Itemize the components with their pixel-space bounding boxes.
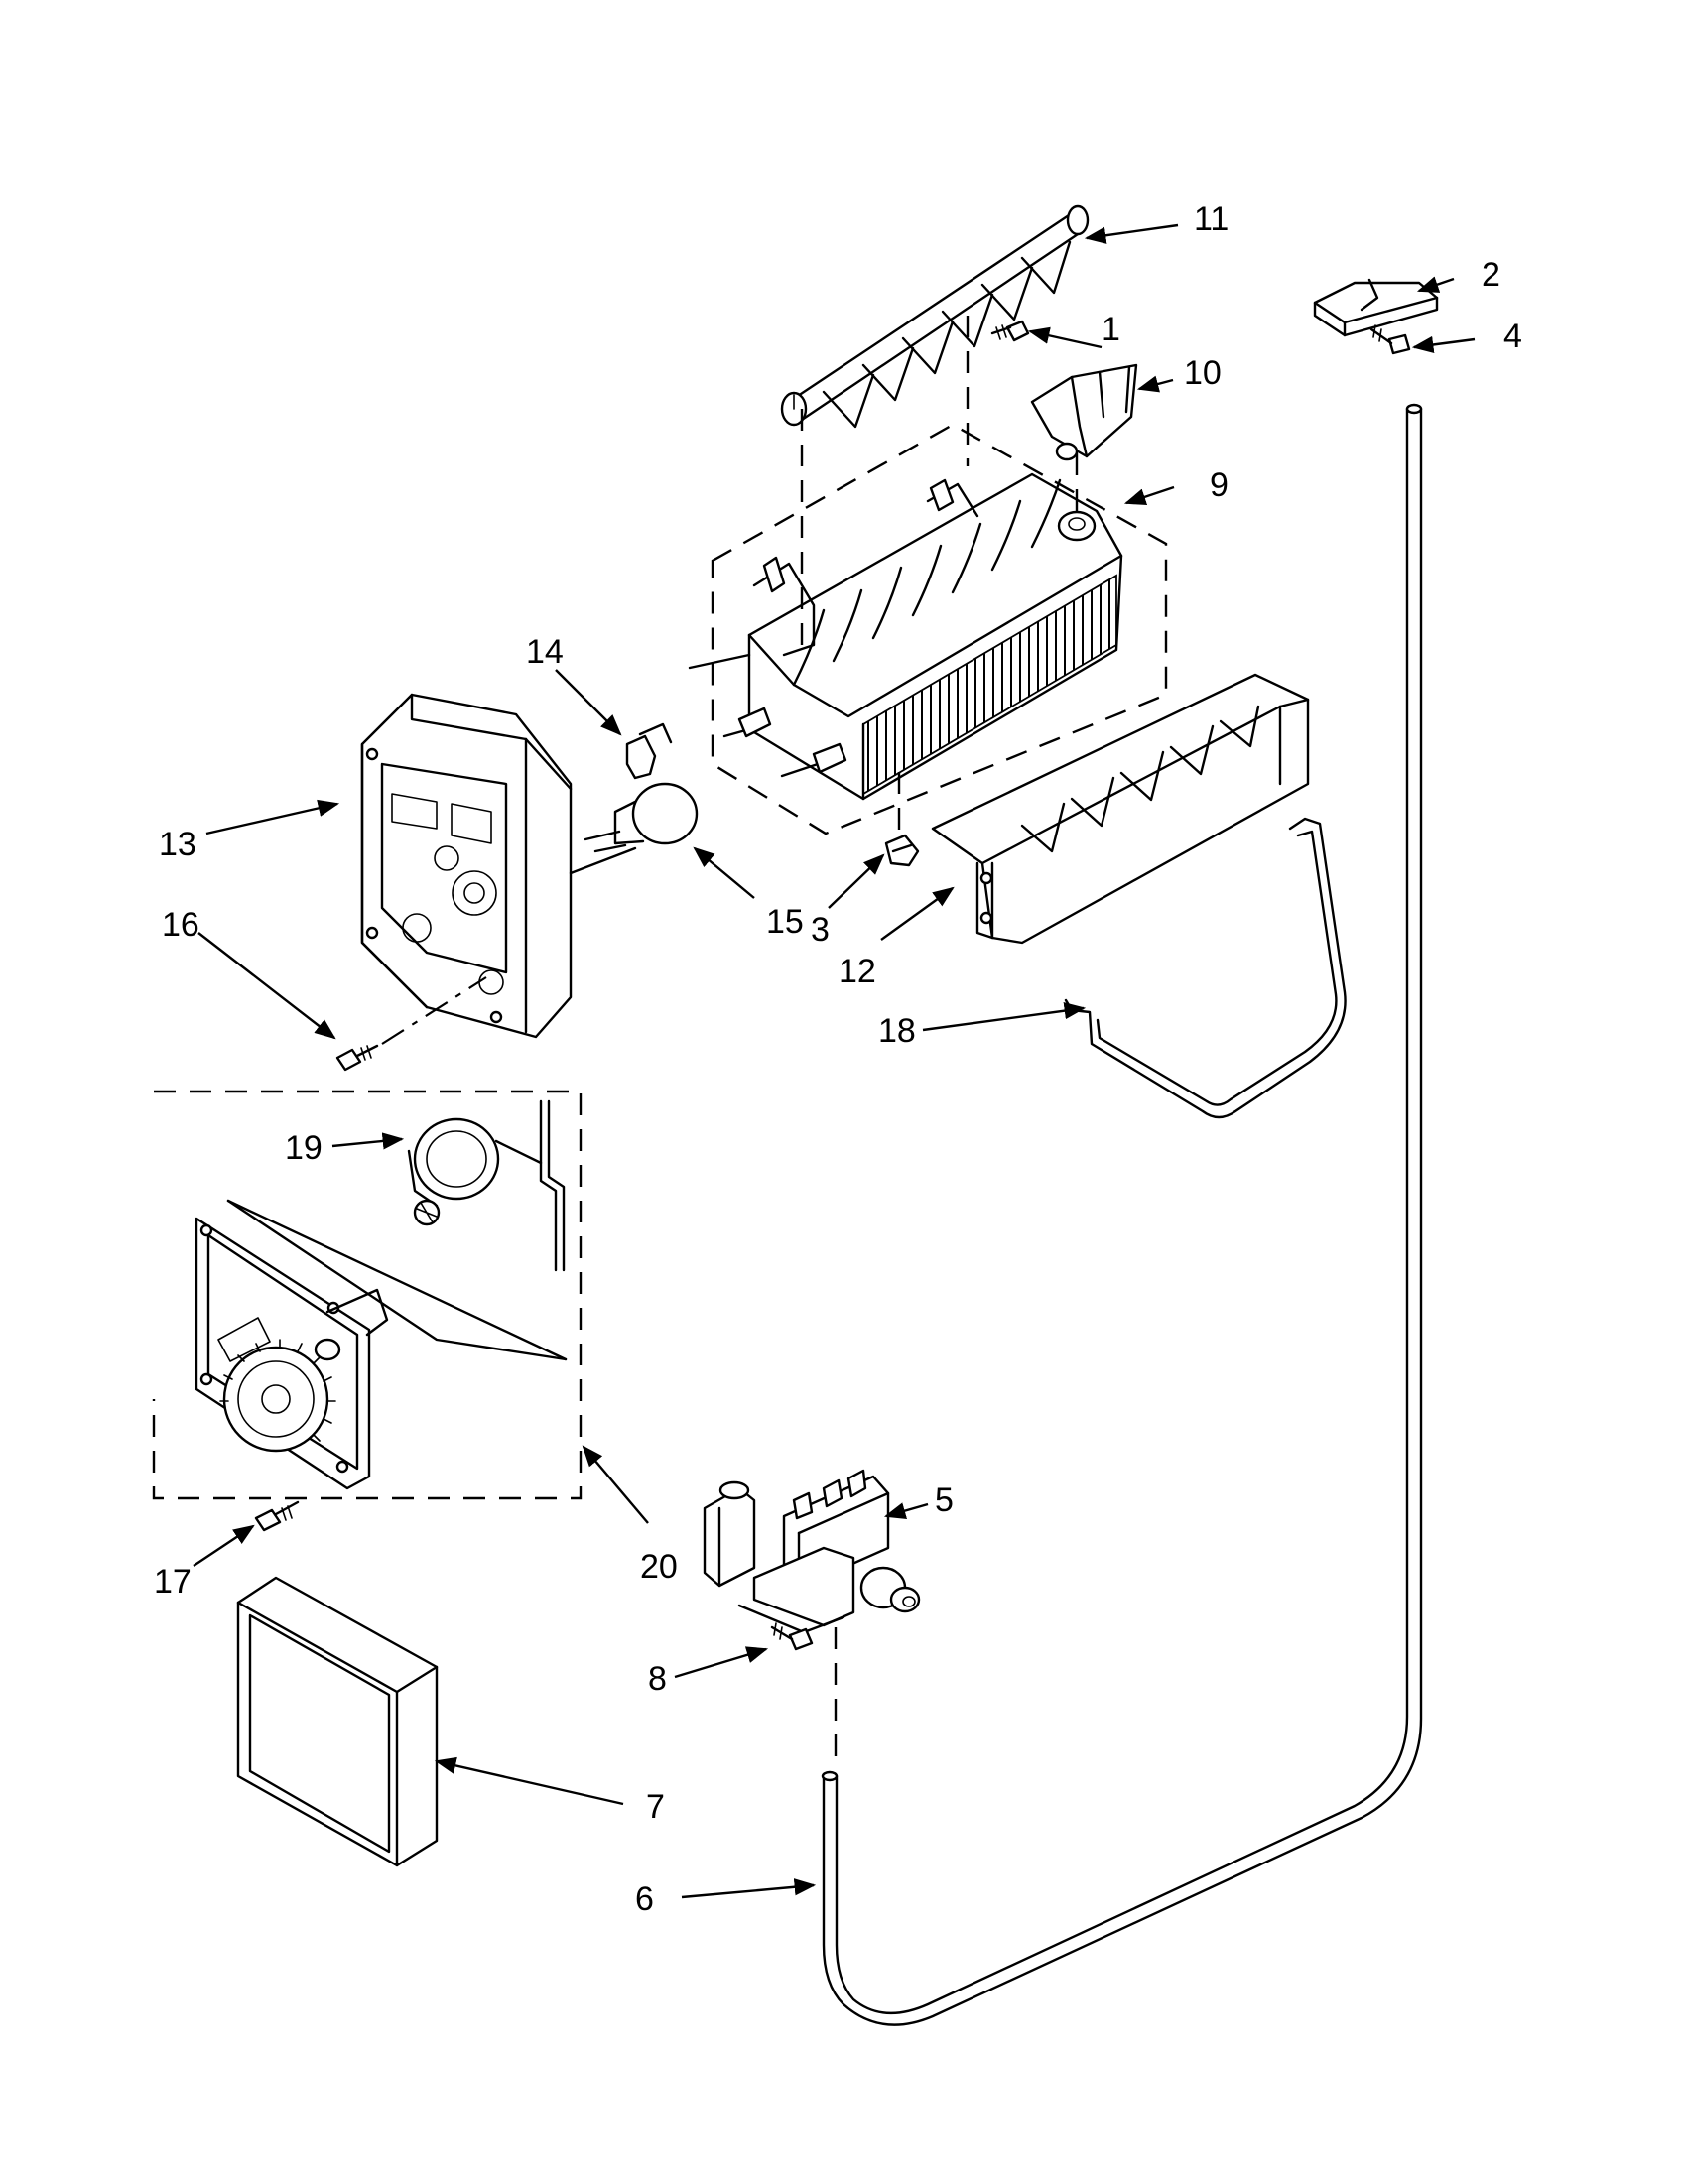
callout-13: 13 [159,826,196,863]
bracket-screw-part [990,320,1030,342]
ice-stripper-part [931,673,1310,945]
ice-mold-part [688,316,1123,853]
valve-screw-part [770,1622,814,1651]
front-cover-part [236,1576,439,1867]
callout-15: 15 [766,903,804,941]
mold-clip-part [884,834,920,867]
callout-10: 10 [1184,354,1222,392]
housing-screw-part [335,976,487,1072]
callout-14: 14 [526,633,564,671]
arm-bracket-part [1030,363,1138,461]
callout-12: 12 [839,953,876,990]
callout-4: 4 [1503,318,1522,355]
callout-8: 8 [648,1660,667,1698]
callout-16: 16 [162,906,199,944]
mounting-screw-part [1369,324,1411,355]
module-screw-part [254,1500,300,1532]
callout-labels: 1 2 3 4 5 6 7 8 9 10 11 12 13 14 15 16 1… [154,200,1522,1918]
callout-17: 17 [154,1563,192,1601]
callout-7: 7 [646,1788,665,1826]
callout-3: 3 [811,911,830,949]
ejector-blade-part [780,204,1090,429]
callout-5: 5 [935,1481,954,1519]
leader-lines [193,223,1476,1899]
water-valve-part [703,1469,921,1756]
callout-2: 2 [1482,256,1500,294]
water-tube-part [821,403,1423,2026]
module-housing-part [360,693,637,1039]
callout-19: 19 [285,1129,323,1167]
callout-18: 18 [878,1012,916,1050]
callout-11: 11 [1194,200,1229,238]
motor-part [226,1099,568,1361]
callout-1: 1 [1102,311,1120,348]
callout-6: 6 [635,1880,654,1918]
thermostat-part [584,782,699,853]
callout-9: 9 [1210,466,1229,504]
module-assembly-boundary [152,1090,583,1500]
module-plate-part [195,1199,568,1490]
thermostat-clip-part [625,722,673,780]
callout-20: 20 [640,1548,678,1586]
